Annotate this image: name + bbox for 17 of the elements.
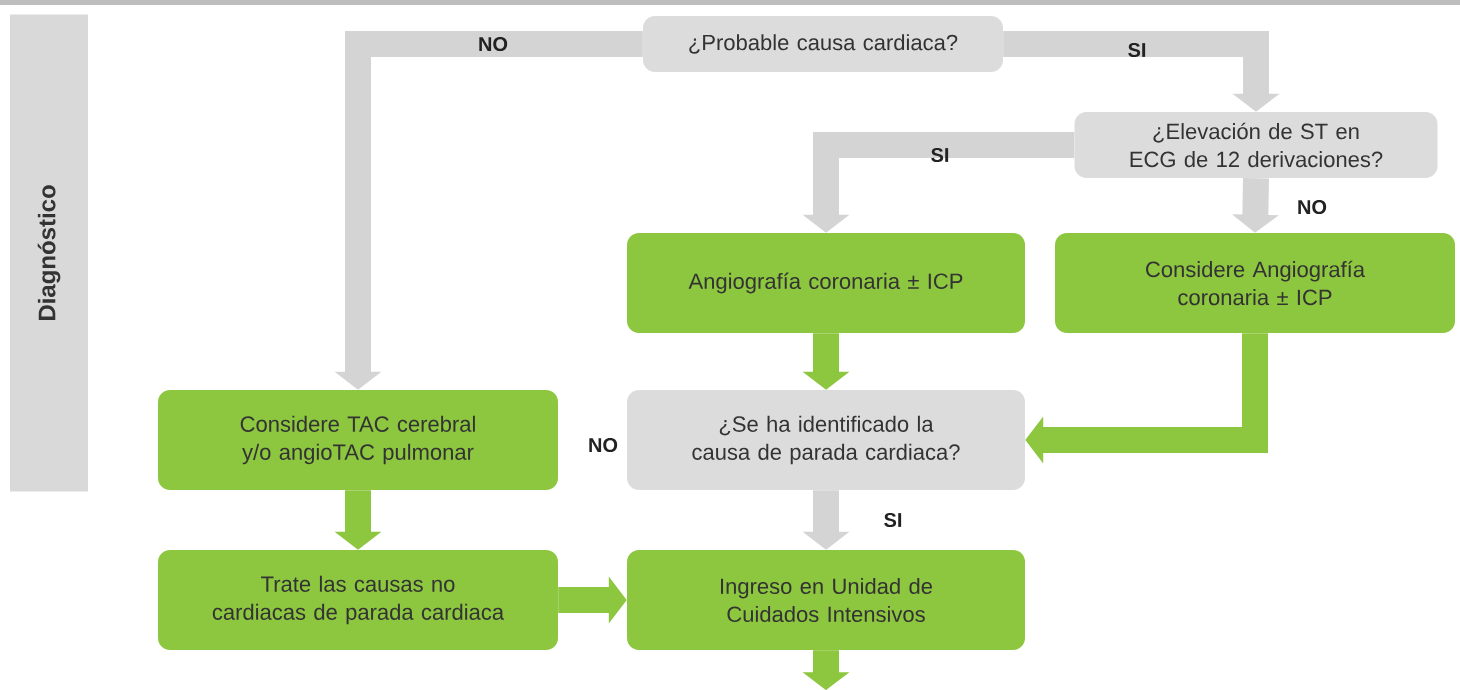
decision-box: ¿Elevación de ST en ECG de 12 derivaciones?: [1074, 112, 1438, 178]
arrow: [1025, 333, 1268, 464]
action-box: Considere Angiografía coronaria ± ICP: [1055, 233, 1455, 333]
action-box: Angiografía coronaria ± ICP: [627, 233, 1025, 333]
edge-label: SI: [931, 147, 949, 163]
arrow: [1003, 31, 1280, 112]
decision-box: ¿Se ha identificado la causa de parada cardiaca?: [627, 390, 1025, 490]
edge-label: SI: [884, 512, 902, 528]
decision-box: ¿Probable causa cardiaca?: [643, 16, 1003, 72]
edge-label: NO: [1298, 199, 1327, 215]
action-box: Ingreso en Unidad de Cuidados Intensivos: [627, 550, 1025, 650]
edge-label: SI: [1128, 42, 1146, 58]
edge-label: NO: [479, 36, 508, 52]
action-box: Considere TAC cerebral y/o angioTAC pulmonar: [158, 390, 558, 490]
section-band: Diagnóstico: [10, 14, 88, 492]
branch-label: NO: [589, 437, 618, 453]
action-box: Trate las causas no cardiacas de parada cardiaca: [158, 550, 558, 650]
